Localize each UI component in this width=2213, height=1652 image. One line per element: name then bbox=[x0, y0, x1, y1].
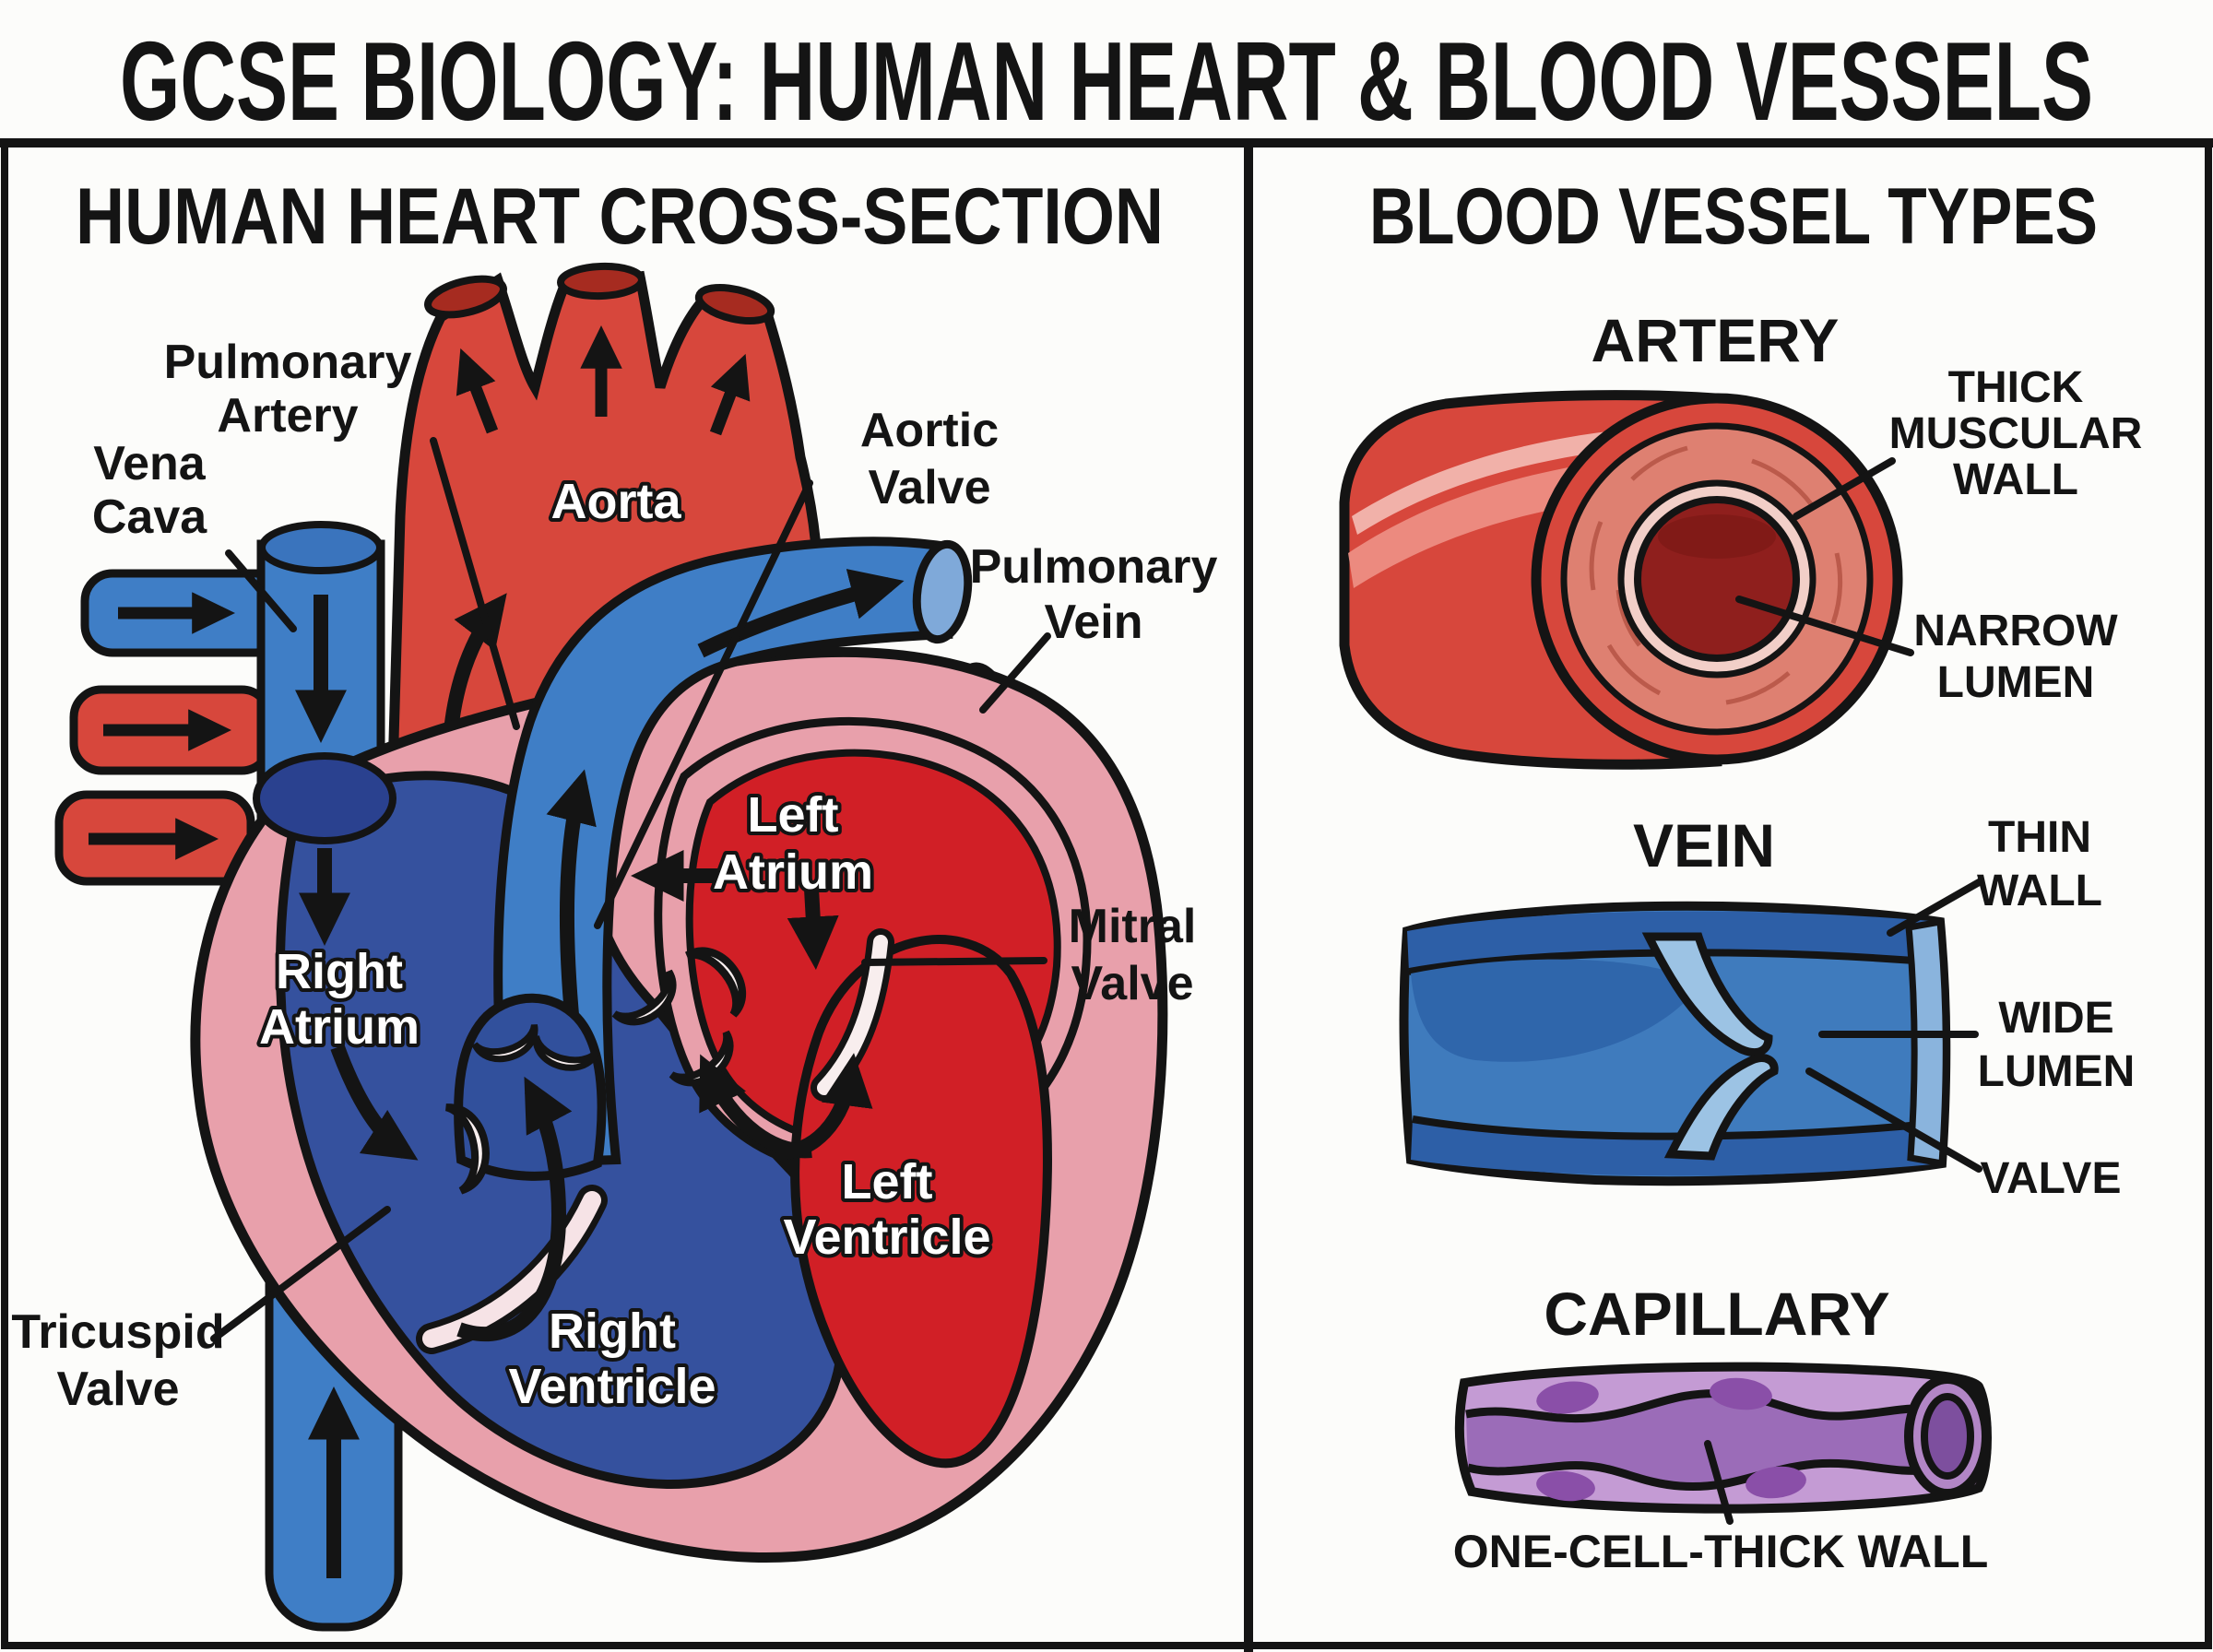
label-artery-wall: THICK bbox=[1948, 363, 2084, 412]
label-aortic-valve: Aortic bbox=[860, 404, 999, 457]
vena-cava-stub bbox=[80, 569, 288, 657]
valve-cusp bbox=[611, 969, 677, 1026]
label-mitral-valve: Valve bbox=[1071, 957, 1193, 1010]
label-vena-cava: Vena bbox=[93, 437, 206, 490]
pointer-pulmonary-vein bbox=[979, 632, 1051, 714]
flow-arrow bbox=[456, 1076, 573, 1341]
vein-lumen-shade bbox=[1411, 959, 1702, 1062]
label-tricuspid-valve: Valve bbox=[56, 1363, 179, 1416]
artery-lumen-shadow bbox=[1658, 514, 1776, 559]
label-pulmonary-artery: Pulmonary bbox=[164, 336, 412, 389]
label-left-atrium: Left bbox=[748, 787, 839, 843]
label-artery-wall: MUSCULAR bbox=[1889, 409, 2143, 458]
label-left-ventricle: Left bbox=[842, 1154, 933, 1210]
label-right-atrium: Atrium bbox=[259, 999, 420, 1055]
vessel-opening bbox=[258, 521, 384, 574]
flow-arrow bbox=[456, 348, 499, 434]
label-vein-wall: THIN bbox=[1988, 813, 2091, 862]
aorta-branch-opening bbox=[694, 283, 775, 325]
vertical-divider bbox=[1244, 138, 1253, 1652]
label-artery-wall: WALL bbox=[1953, 455, 2078, 504]
vein-wall-line bbox=[1408, 949, 1939, 975]
label-aorta: Aorta bbox=[550, 474, 681, 529]
heart-cross-section: Pulmonary Artery Vena Cava Aorta Aortic … bbox=[11, 262, 1218, 1632]
label-vein-lumen: LUMEN bbox=[1978, 1047, 2136, 1096]
capillary-open-end-lumen bbox=[1921, 1393, 1974, 1480]
vein-valve-flap bbox=[1641, 932, 1773, 1056]
pulmonary-artery-branch-stub bbox=[54, 790, 255, 886]
pointer-aortic-valve bbox=[594, 479, 813, 929]
valve-flap bbox=[422, 1191, 601, 1348]
cell-nucleus bbox=[1746, 1466, 1806, 1499]
label-mitral-valve: Mitral bbox=[1069, 900, 1197, 953]
vessel-opening bbox=[912, 539, 973, 644]
flow-arrow bbox=[787, 888, 839, 970]
cell-nucleus bbox=[1710, 1377, 1772, 1410]
capillary-title: CAPILLARY bbox=[1544, 1280, 1889, 1348]
capillary-illustration bbox=[1454, 1362, 1992, 1514]
artery-illustration bbox=[1339, 390, 1903, 770]
valve-cusp bbox=[532, 1034, 600, 1071]
label-pulmonary-vein: Pulmonary bbox=[970, 540, 1218, 594]
artery-title: ARTERY bbox=[1592, 306, 1840, 374]
pointer-tricuspid-valve bbox=[210, 1206, 391, 1342]
label-right-ventricle: Ventricle bbox=[508, 1359, 716, 1414]
pointer-artery-wall bbox=[1793, 457, 1896, 520]
vein-title: VEIN bbox=[1633, 811, 1775, 879]
label-vena-cava: Cava bbox=[92, 490, 207, 544]
vein-wall-line bbox=[1412, 1115, 1941, 1140]
label-left-ventricle: Ventricle bbox=[783, 1210, 990, 1265]
label-right-ventricle: Right bbox=[549, 1304, 676, 1359]
artery-section: ARTERY THICK MUSCULAR WALL bbox=[1339, 306, 2143, 770]
flow-arrow bbox=[330, 1044, 419, 1161]
pointer-vein-wall bbox=[1887, 878, 1984, 937]
page-title: GCSE BIOLOGY: HUMAN HEART & BLOOD VESSEL… bbox=[120, 18, 2093, 144]
valve-cusp bbox=[444, 1103, 490, 1195]
pointer-capillary-wall bbox=[1704, 1440, 1734, 1525]
cell-nucleus bbox=[1536, 1381, 1599, 1414]
label-capillary-wall: ONE-CELL-THICK WALL bbox=[1453, 1526, 1988, 1577]
capillary-section: CAPILLARY ONE-CELL-THICK WALL bbox=[1453, 1280, 1992, 1577]
label-pulmonary-artery: Artery bbox=[217, 389, 358, 442]
pointer-pulmonary-artery bbox=[430, 437, 520, 730]
valve-cusp bbox=[685, 947, 747, 1018]
vein-valve-flap bbox=[1663, 1054, 1779, 1161]
label-artery-lumen: LUMEN bbox=[1937, 658, 2095, 707]
valve-cusp bbox=[471, 1023, 538, 1063]
right-panel-heading: BLOOD VESSEL TYPES bbox=[1369, 172, 2098, 261]
pointer-mitral-valve bbox=[861, 957, 1047, 966]
capillary-wall-line bbox=[1466, 1458, 1934, 1491]
pulmonary-artery-branch-stub bbox=[69, 685, 274, 775]
aorta-branch-opening bbox=[424, 275, 507, 319]
flow-arrow bbox=[709, 353, 751, 436]
cell-nucleus bbox=[1536, 1470, 1595, 1502]
left-panel-heading: HUMAN HEART CROSS-SECTION bbox=[76, 172, 1164, 261]
aorta-branch-opening bbox=[557, 262, 645, 301]
vein-section: VEIN THIN WALL WIDE LUMEN VALVE bbox=[1399, 811, 2136, 1203]
label-vein-wall: WALL bbox=[1977, 867, 2102, 915]
vein-cut-edge bbox=[1905, 917, 1949, 1168]
pointer-artery-lumen bbox=[1735, 596, 1914, 656]
label-vein-lumen: WIDE bbox=[1998, 994, 2113, 1043]
label-left-atrium: Atrium bbox=[713, 844, 873, 900]
label-artery-lumen: NARROW bbox=[1913, 607, 2118, 655]
vein-illustration bbox=[1399, 901, 1951, 1186]
label-tricuspid-valve: Tricuspid bbox=[11, 1305, 224, 1359]
svc-atrium-junction bbox=[253, 752, 396, 844]
panel-frame bbox=[1, 139, 2212, 1649]
flow-arrow bbox=[697, 569, 905, 658]
pointer-vena-cava bbox=[225, 549, 297, 632]
label-right-atrium: Right bbox=[276, 944, 403, 999]
flow-arrow bbox=[775, 1053, 873, 1161]
pointer-vein-valve bbox=[1805, 1068, 1982, 1173]
label-aortic-valve: Valve bbox=[868, 461, 990, 514]
label-pulmonary-vein: Vein bbox=[1045, 596, 1143, 649]
label-vein-valve: VALVE bbox=[1981, 1154, 2122, 1203]
tricuspid-valve bbox=[416, 1103, 608, 1354]
